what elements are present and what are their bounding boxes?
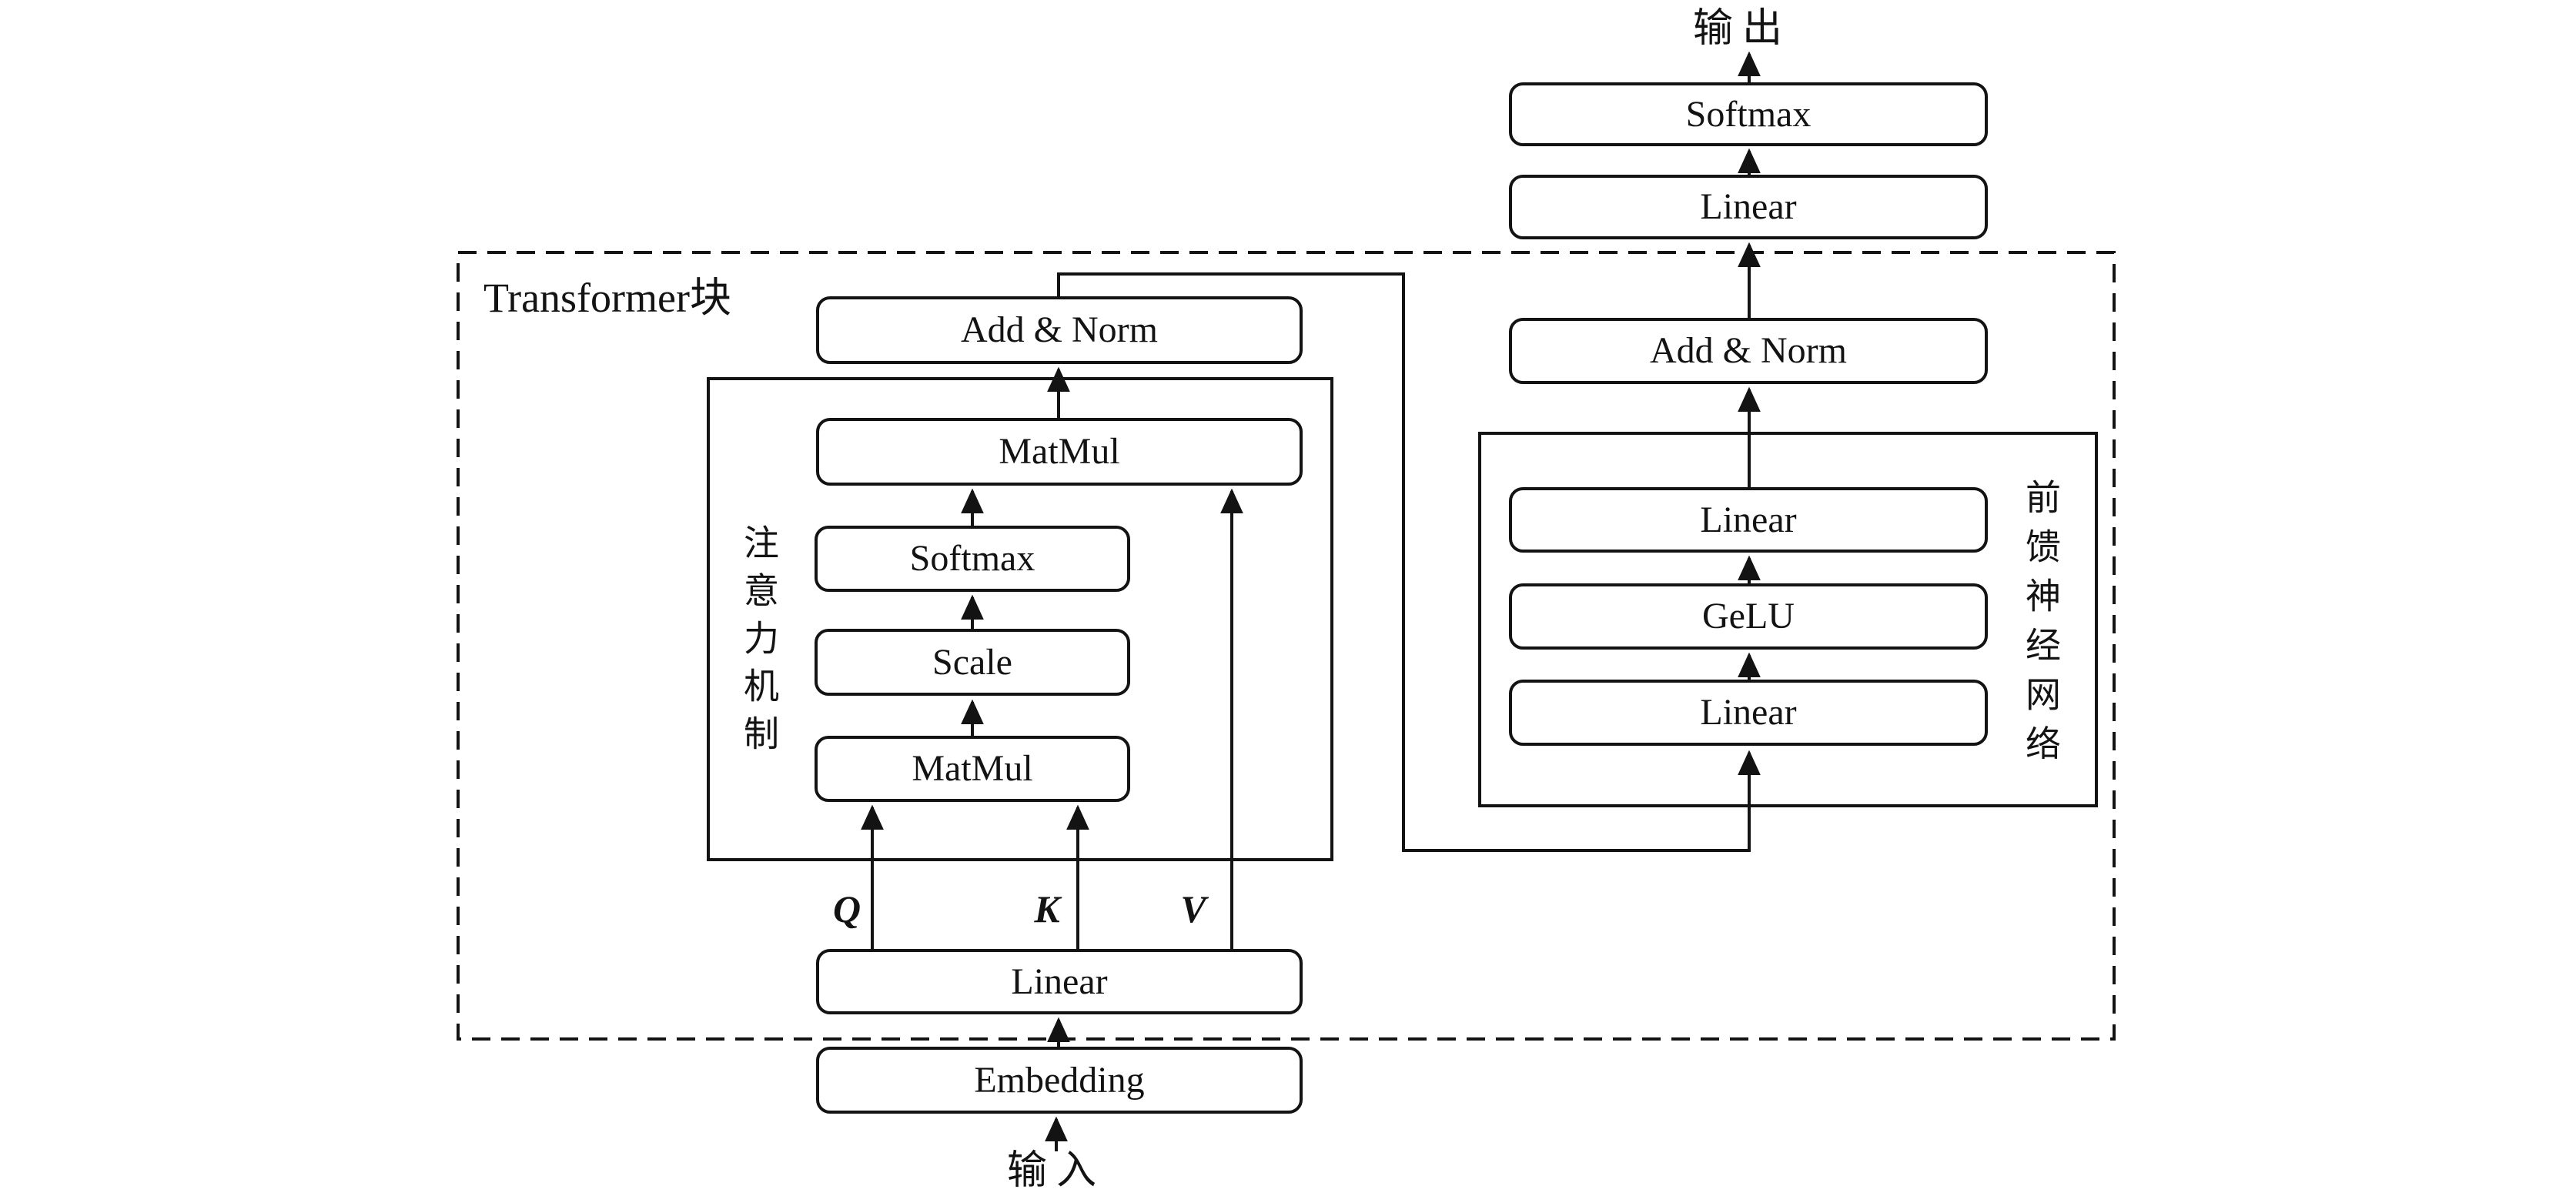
attention-softmax-box: Softmax	[815, 526, 1130, 592]
ffn-add-norm-box: Add & Norm	[1509, 318, 1988, 384]
attention-add-norm-box: Add & Norm	[816, 296, 1303, 364]
output-label: 输出	[1692, 7, 1792, 51]
attention-matmul-qk-box: MatMul	[815, 736, 1130, 802]
ffn-gelu-box: GeLU	[1509, 583, 1988, 650]
ffn-group-frame	[1478, 432, 2098, 807]
attention-group-frame	[707, 377, 1333, 861]
q-label: Q	[832, 887, 861, 930]
v-label: V	[1180, 887, 1206, 930]
attention-scale-box: Scale	[815, 629, 1130, 696]
residual-path-arrow	[1057, 272, 1761, 852]
input-label: 输入	[1006, 1149, 1106, 1193]
output-softmax-box: Softmax	[1509, 82, 1988, 146]
k-label: K	[1034, 887, 1060, 930]
qkv-linear-box: Linear	[816, 949, 1303, 1014]
output-linear-box: Linear	[1509, 175, 1988, 239]
attention-matmul-output-box: MatMul	[816, 418, 1303, 486]
transformer-block-boundary	[457, 251, 2116, 1041]
attention-group-label: 注意力机制	[739, 524, 778, 763]
ffn-linear-bottom-box: Linear	[1509, 680, 1988, 746]
transformer-block-title: Transformer块	[483, 275, 731, 321]
ffn-group-label: 前馈神经网络	[2021, 479, 2060, 774]
embedding-box: Embedding	[816, 1047, 1303, 1114]
ffn-linear-top-box: Linear	[1509, 487, 1988, 553]
